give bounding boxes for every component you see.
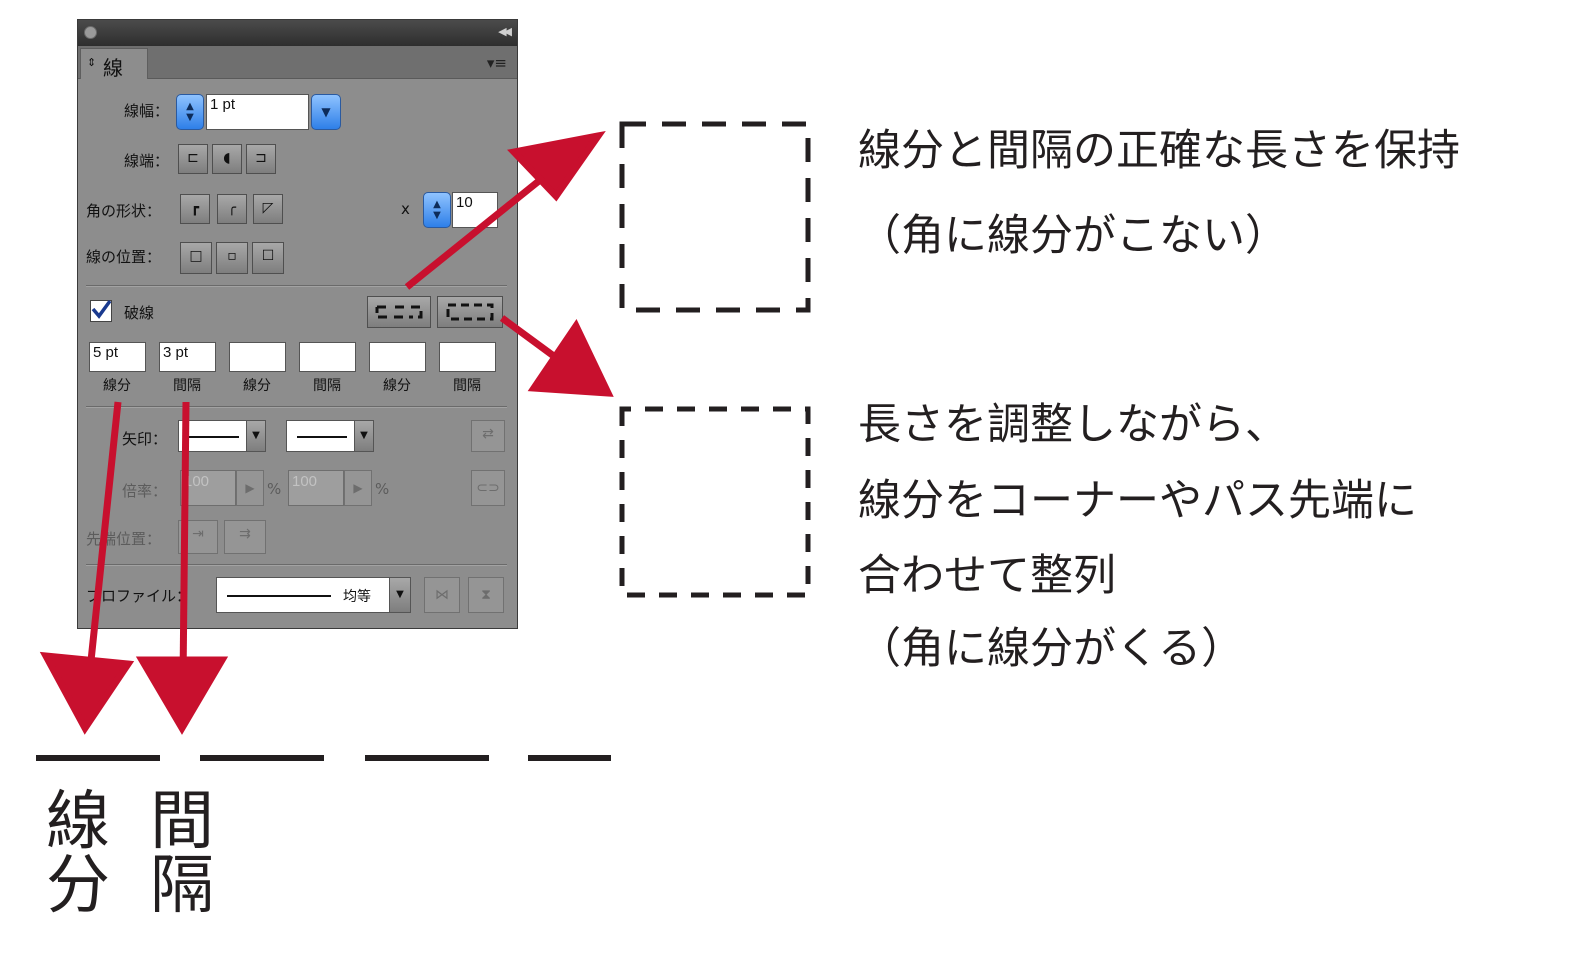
flip-across-icon[interactable]: ⧗ xyxy=(468,577,504,613)
gap-3-input[interactable] xyxy=(439,342,496,372)
bottom-dash-caption: 線 分 xyxy=(46,785,110,923)
profile-label: プロファイル： xyxy=(86,587,192,605)
chevron-down-icon[interactable]: ▼ xyxy=(389,578,410,612)
arrow-to-gap xyxy=(179,401,190,681)
checkmark-icon xyxy=(91,299,112,319)
dash-2-input[interactable] xyxy=(229,342,286,372)
scale-label: 倍率： xyxy=(122,482,168,500)
end-scale-input[interactable]: 100 xyxy=(288,470,344,506)
dashed-label: 破線 xyxy=(124,304,155,322)
gap-2-label: 間隔 xyxy=(313,378,341,394)
start-scale-percent: % xyxy=(267,480,282,498)
dash-1-label: 線分 xyxy=(103,378,131,394)
gap-2-input[interactable] xyxy=(299,342,356,372)
chevron-down-icon[interactable]: ▼ xyxy=(246,421,265,451)
line-preview xyxy=(297,436,347,438)
corner-label: 角の形状： xyxy=(86,202,162,220)
tab-label: 線 xyxy=(103,56,123,80)
panel-titlebar[interactable]: ◀◀ xyxy=(78,20,517,46)
arrow-head-preserve xyxy=(507,130,606,202)
preserve-caption-line2: （角に線分がこない） xyxy=(858,211,1288,261)
weight-stepper[interactable]: ▲▼ xyxy=(176,94,204,130)
align-dash-button[interactable] xyxy=(437,296,503,328)
bevel-join-button[interactable]: ◸ xyxy=(253,194,283,224)
align-caption-line1: 長さを調整しながら、 xyxy=(858,400,1288,450)
separator xyxy=(86,406,507,408)
end-scale-percent: % xyxy=(375,480,390,498)
gap-1-input[interactable]: 3 pt xyxy=(159,342,216,372)
panel-tabstrip: ⇕ 線 ▾≡ xyxy=(78,46,517,80)
line-preview xyxy=(189,436,239,438)
miter-join-button[interactable]: ┏ xyxy=(180,194,210,224)
profile-value: 均等 xyxy=(343,589,371,605)
close-icon[interactable] xyxy=(84,26,97,39)
butt-cap-button[interactable]: ⊏ xyxy=(178,144,208,174)
dash-3-label: 線分 xyxy=(383,378,411,394)
swap-arrowheads-icon[interactable]: ⇄ xyxy=(471,420,505,452)
arrow-head-dash xyxy=(39,651,135,735)
align-stroke-label: 線の位置： xyxy=(86,248,162,266)
arrow-head-align xyxy=(527,318,614,397)
preserve-dash-icon xyxy=(375,305,423,319)
end-arrowhead-select[interactable]: ▼ xyxy=(286,420,374,452)
panel-menu-icon[interactable]: ▾≡ xyxy=(486,54,507,72)
align-caption-line2: 線分をコーナーやパス先端に xyxy=(858,476,1417,526)
collapse-icon[interactable]: ◀◀ xyxy=(498,25,512,38)
arrowheads-label: 矢印： xyxy=(122,430,168,448)
dash-1-input[interactable]: 5 pt xyxy=(89,342,146,372)
end-scale-arrow-icon[interactable]: ▶ xyxy=(344,470,372,506)
tab-toggle-icon[interactable]: ⇕ xyxy=(87,56,97,69)
cap-label: 線端： xyxy=(124,152,170,170)
preserve-caption-line1: 線分と間隔の正確な長さを保持 xyxy=(858,126,1460,176)
separator xyxy=(86,564,507,566)
align-caption-line3: 合わせて整列 xyxy=(858,551,1116,601)
arrow-head-gap xyxy=(135,656,229,735)
profile-select[interactable]: 均等 ▼ xyxy=(216,577,411,613)
dashed-checkbox[interactable] xyxy=(90,299,112,322)
profile-preview xyxy=(227,595,331,597)
preserve-dash-example xyxy=(619,121,811,313)
start-arrowhead-select[interactable]: ▼ xyxy=(178,420,266,452)
stroke-panel: ◀◀ ⇕ 線 ▾≡ 線幅： ▲▼ 1 pt ▼ 線端： ⊏ ◖ ⊐ 角の形状： … xyxy=(77,19,518,629)
weight-label: 線幅： xyxy=(124,102,170,120)
chevron-down-icon[interactable]: ▼ xyxy=(354,421,373,451)
round-cap-button[interactable]: ◖ xyxy=(212,144,242,174)
weight-dropdown-button[interactable]: ▼ xyxy=(311,94,341,130)
align-center-button[interactable]: □ xyxy=(180,242,212,274)
start-scale-arrow-icon[interactable]: ▶ xyxy=(236,470,264,506)
align-inside-button[interactable]: ▫ xyxy=(216,242,248,274)
arrow-to-dash xyxy=(85,401,122,681)
miter-limit-label: x xyxy=(401,200,410,218)
preserve-dash-button[interactable] xyxy=(367,296,431,328)
tab-stroke[interactable]: ⇕ 線 xyxy=(80,48,148,80)
separator xyxy=(86,285,507,287)
dash-3-input[interactable] xyxy=(369,342,426,372)
align-outside-button[interactable]: ☐ xyxy=(252,242,284,274)
gap-3-label: 間隔 xyxy=(453,378,481,394)
dash-2-label: 線分 xyxy=(243,378,271,394)
link-scale-icon[interactable]: ⊂⊃ xyxy=(471,470,505,506)
weight-input[interactable]: 1 pt xyxy=(206,94,309,130)
flip-along-icon[interactable]: ⋈ xyxy=(424,577,460,613)
miter-limit-stepper[interactable]: ▲▼ xyxy=(423,192,451,228)
projecting-cap-button[interactable]: ⊐ xyxy=(246,144,276,174)
bottom-gap-caption: 間 隔 xyxy=(150,785,214,923)
align-dash-example xyxy=(619,406,811,598)
gap-1-label: 間隔 xyxy=(173,378,201,394)
arrow-to-preserve xyxy=(404,161,563,290)
align-caption-line4: （角に線分がくる） xyxy=(858,624,1245,674)
round-join-button[interactable]: ╭ xyxy=(217,194,247,224)
place-arrow-at-end-icon[interactable]: ⇉ xyxy=(224,520,266,554)
align-dash-icon xyxy=(446,303,494,321)
start-scale-input[interactable]: 100 xyxy=(180,470,236,506)
red-arrows xyxy=(39,130,614,735)
